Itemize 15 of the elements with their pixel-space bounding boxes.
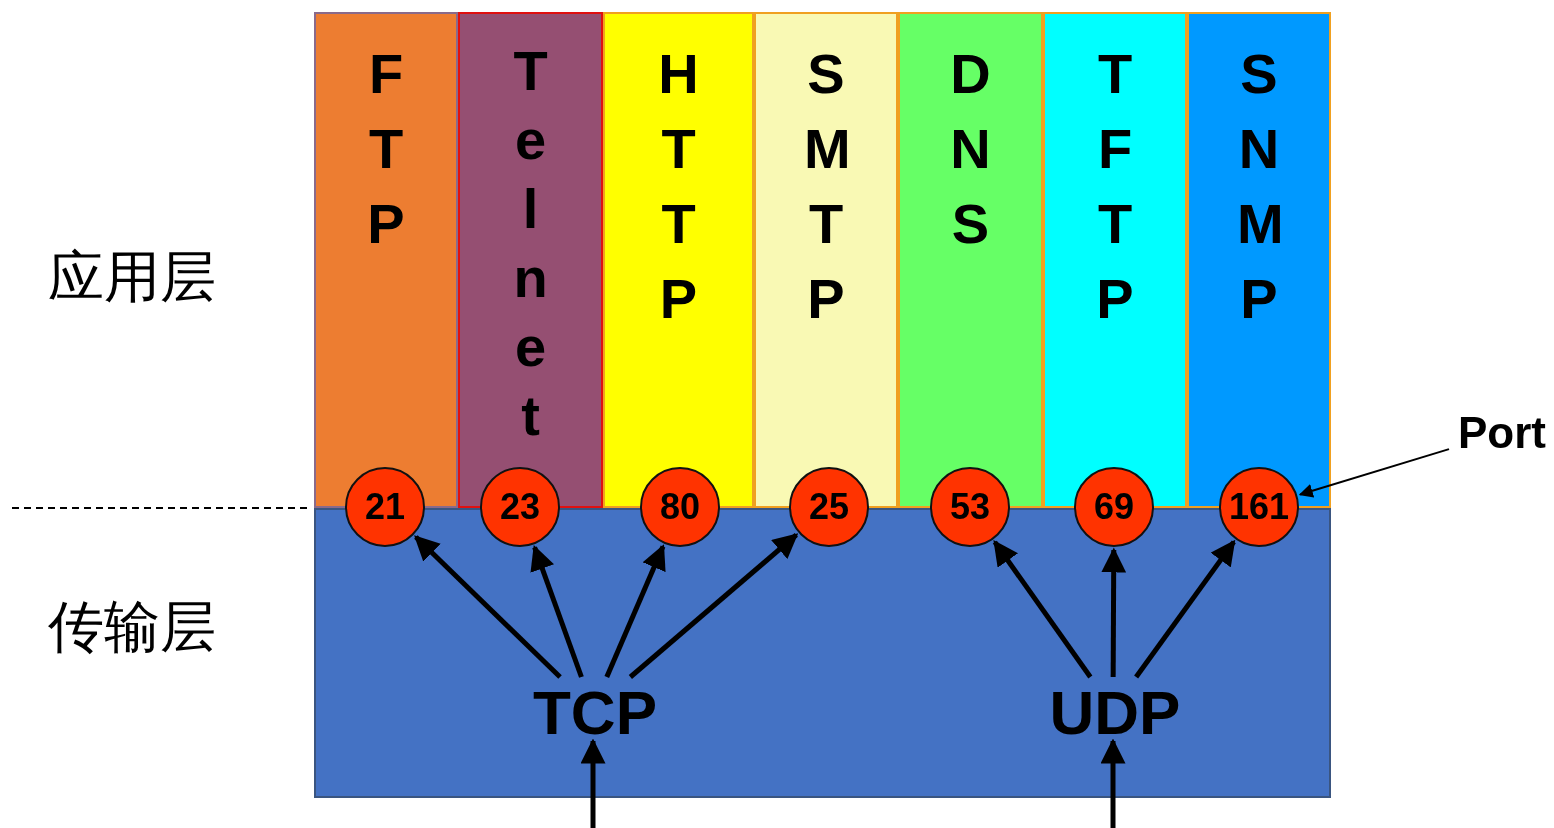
layer-label: 传输层 [48, 593, 216, 661]
arrow [1100, 738, 1126, 828]
protocol-label: UDP [1048, 682, 1182, 740]
arrow [992, 540, 1093, 679]
layer-label: 应用层 [48, 243, 216, 311]
port-label: Port [1452, 410, 1552, 456]
protocol-label: TCP [532, 682, 658, 740]
arrow [1134, 539, 1236, 679]
arrow [604, 544, 666, 678]
arrow [580, 738, 606, 828]
leader-line [1298, 448, 1450, 498]
arrow [414, 535, 562, 679]
arrow [628, 533, 799, 679]
arrow [1101, 547, 1127, 677]
arrow [530, 545, 584, 678]
